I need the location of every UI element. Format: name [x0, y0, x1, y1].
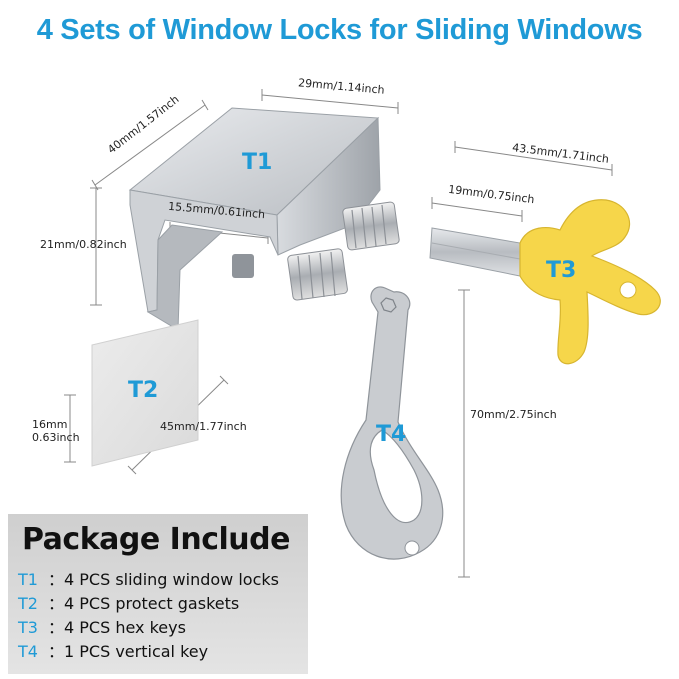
package-list: T1：4 PCS sliding window locks T2：4 PCS p…: [18, 568, 279, 664]
package-item-code: T1: [18, 570, 38, 589]
tag-t4: T4: [376, 422, 407, 447]
package-item-code: T2: [18, 594, 38, 613]
package-item-text: 4 PCS sliding window locks: [64, 570, 279, 589]
tag-t3: T3: [546, 258, 577, 283]
package-include-panel: Package Include T1：4 PCS sliding window …: [8, 514, 308, 674]
package-item-code: T3: [18, 618, 38, 637]
package-item-sep: ：: [48, 594, 65, 613]
package-heading: Package Include: [22, 522, 290, 557]
dim-t1-height: 21mm/0.82inch: [40, 238, 127, 251]
package-item-text: 4 PCS protect gaskets: [64, 594, 240, 613]
dim-t2-height-mm: 16mm: [32, 418, 68, 431]
tag-t2: T2: [128, 378, 159, 403]
screw-threads: [297, 204, 387, 300]
package-item-sep: ：: [48, 570, 65, 589]
page-title: 4 Sets of Window Locks for Sliding Windo…: [36, 14, 643, 46]
t2-protect-gasket: [91, 319, 199, 467]
dim-t4-length: 70mm/2.75inch: [470, 408, 557, 421]
tag-t1: T1: [242, 150, 273, 175]
t3-hex-key: [429, 199, 661, 365]
t4-vertical-key: [340, 286, 444, 560]
package-item-sep: ：: [48, 618, 65, 637]
package-item: T4 ：1 PCS vertical key: [18, 640, 279, 664]
package-item-text: 1 PCS vertical key: [64, 642, 209, 661]
dim-t2-length: 45mm/1.77inch: [160, 420, 247, 433]
package-item: T3 ：4 PCS hex keys: [18, 616, 279, 640]
t1-window-lock: [128, 107, 400, 331]
dim-t2-height-in: 0.63inch: [32, 431, 80, 444]
package-item: T2 ：4 PCS protect gaskets: [18, 592, 279, 616]
package-item: T1 ：4 PCS sliding window locks: [18, 568, 279, 592]
package-item-code: T4: [18, 642, 38, 661]
package-item-sep: ：: [48, 642, 65, 661]
package-item-text: 4 PCS hex keys: [64, 618, 186, 637]
